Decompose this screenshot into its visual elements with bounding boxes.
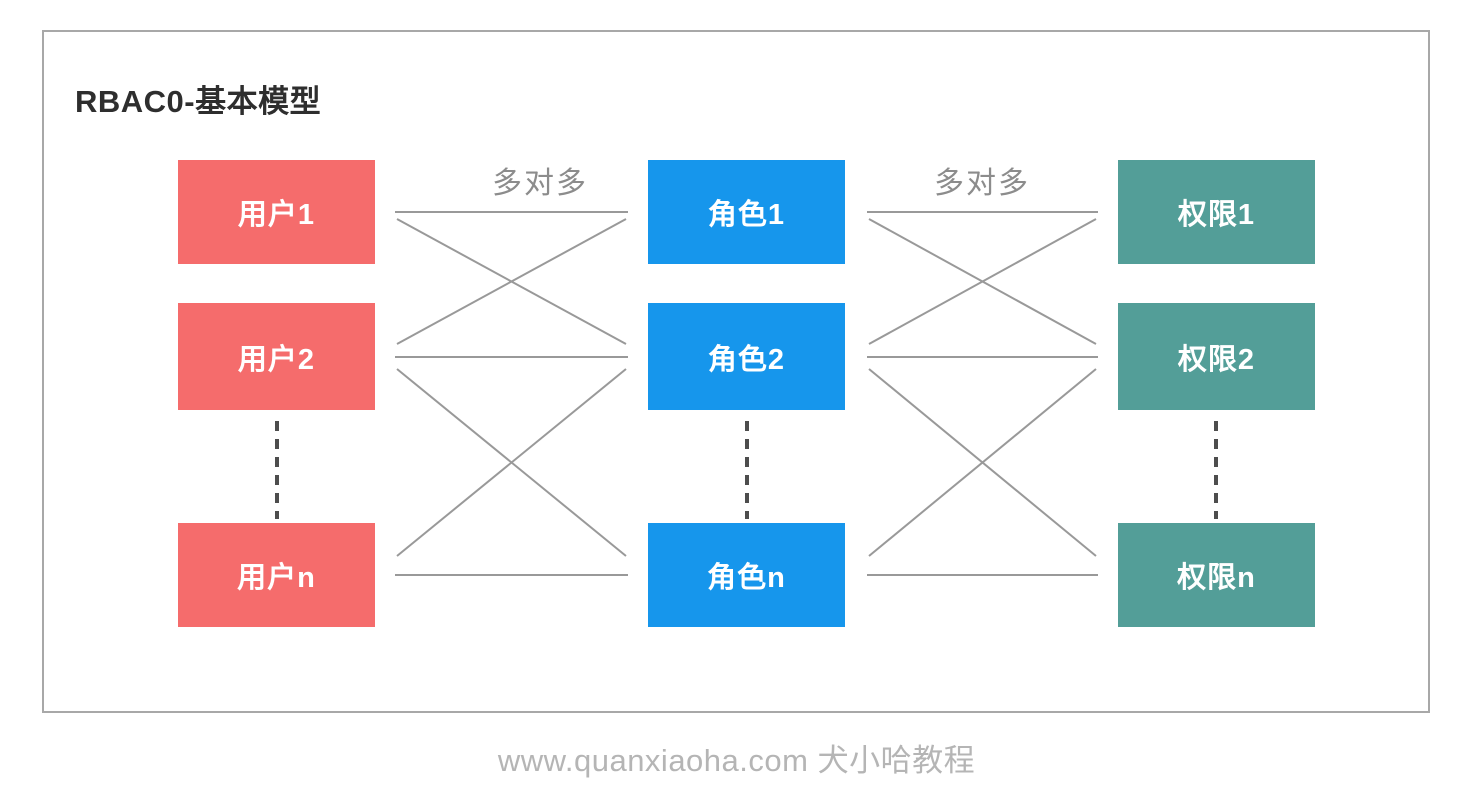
node-user-2: 用户2 — [178, 303, 375, 410]
node-permission-1: 权限1 — [1118, 160, 1315, 264]
diagram-title: RBAC0-基本模型 — [75, 84, 322, 119]
node-role-2: 角色2 — [648, 303, 845, 410]
node-permission-n: 权限n — [1118, 523, 1315, 627]
node-permission-2: 权限2 — [1118, 303, 1315, 410]
node-role-1: 角色1 — [648, 160, 845, 264]
node-user-1: 用户1 — [178, 160, 375, 264]
relation-label-users-roles: 多对多 — [492, 167, 588, 200]
node-user-n: 用户n — [178, 523, 375, 627]
watermark-text: www.quanxiaoha.com 犬小哈教程 — [497, 743, 976, 778]
node-role-n: 角色n — [648, 523, 845, 627]
relation-label-roles-permissions: 多对多 — [934, 167, 1030, 200]
